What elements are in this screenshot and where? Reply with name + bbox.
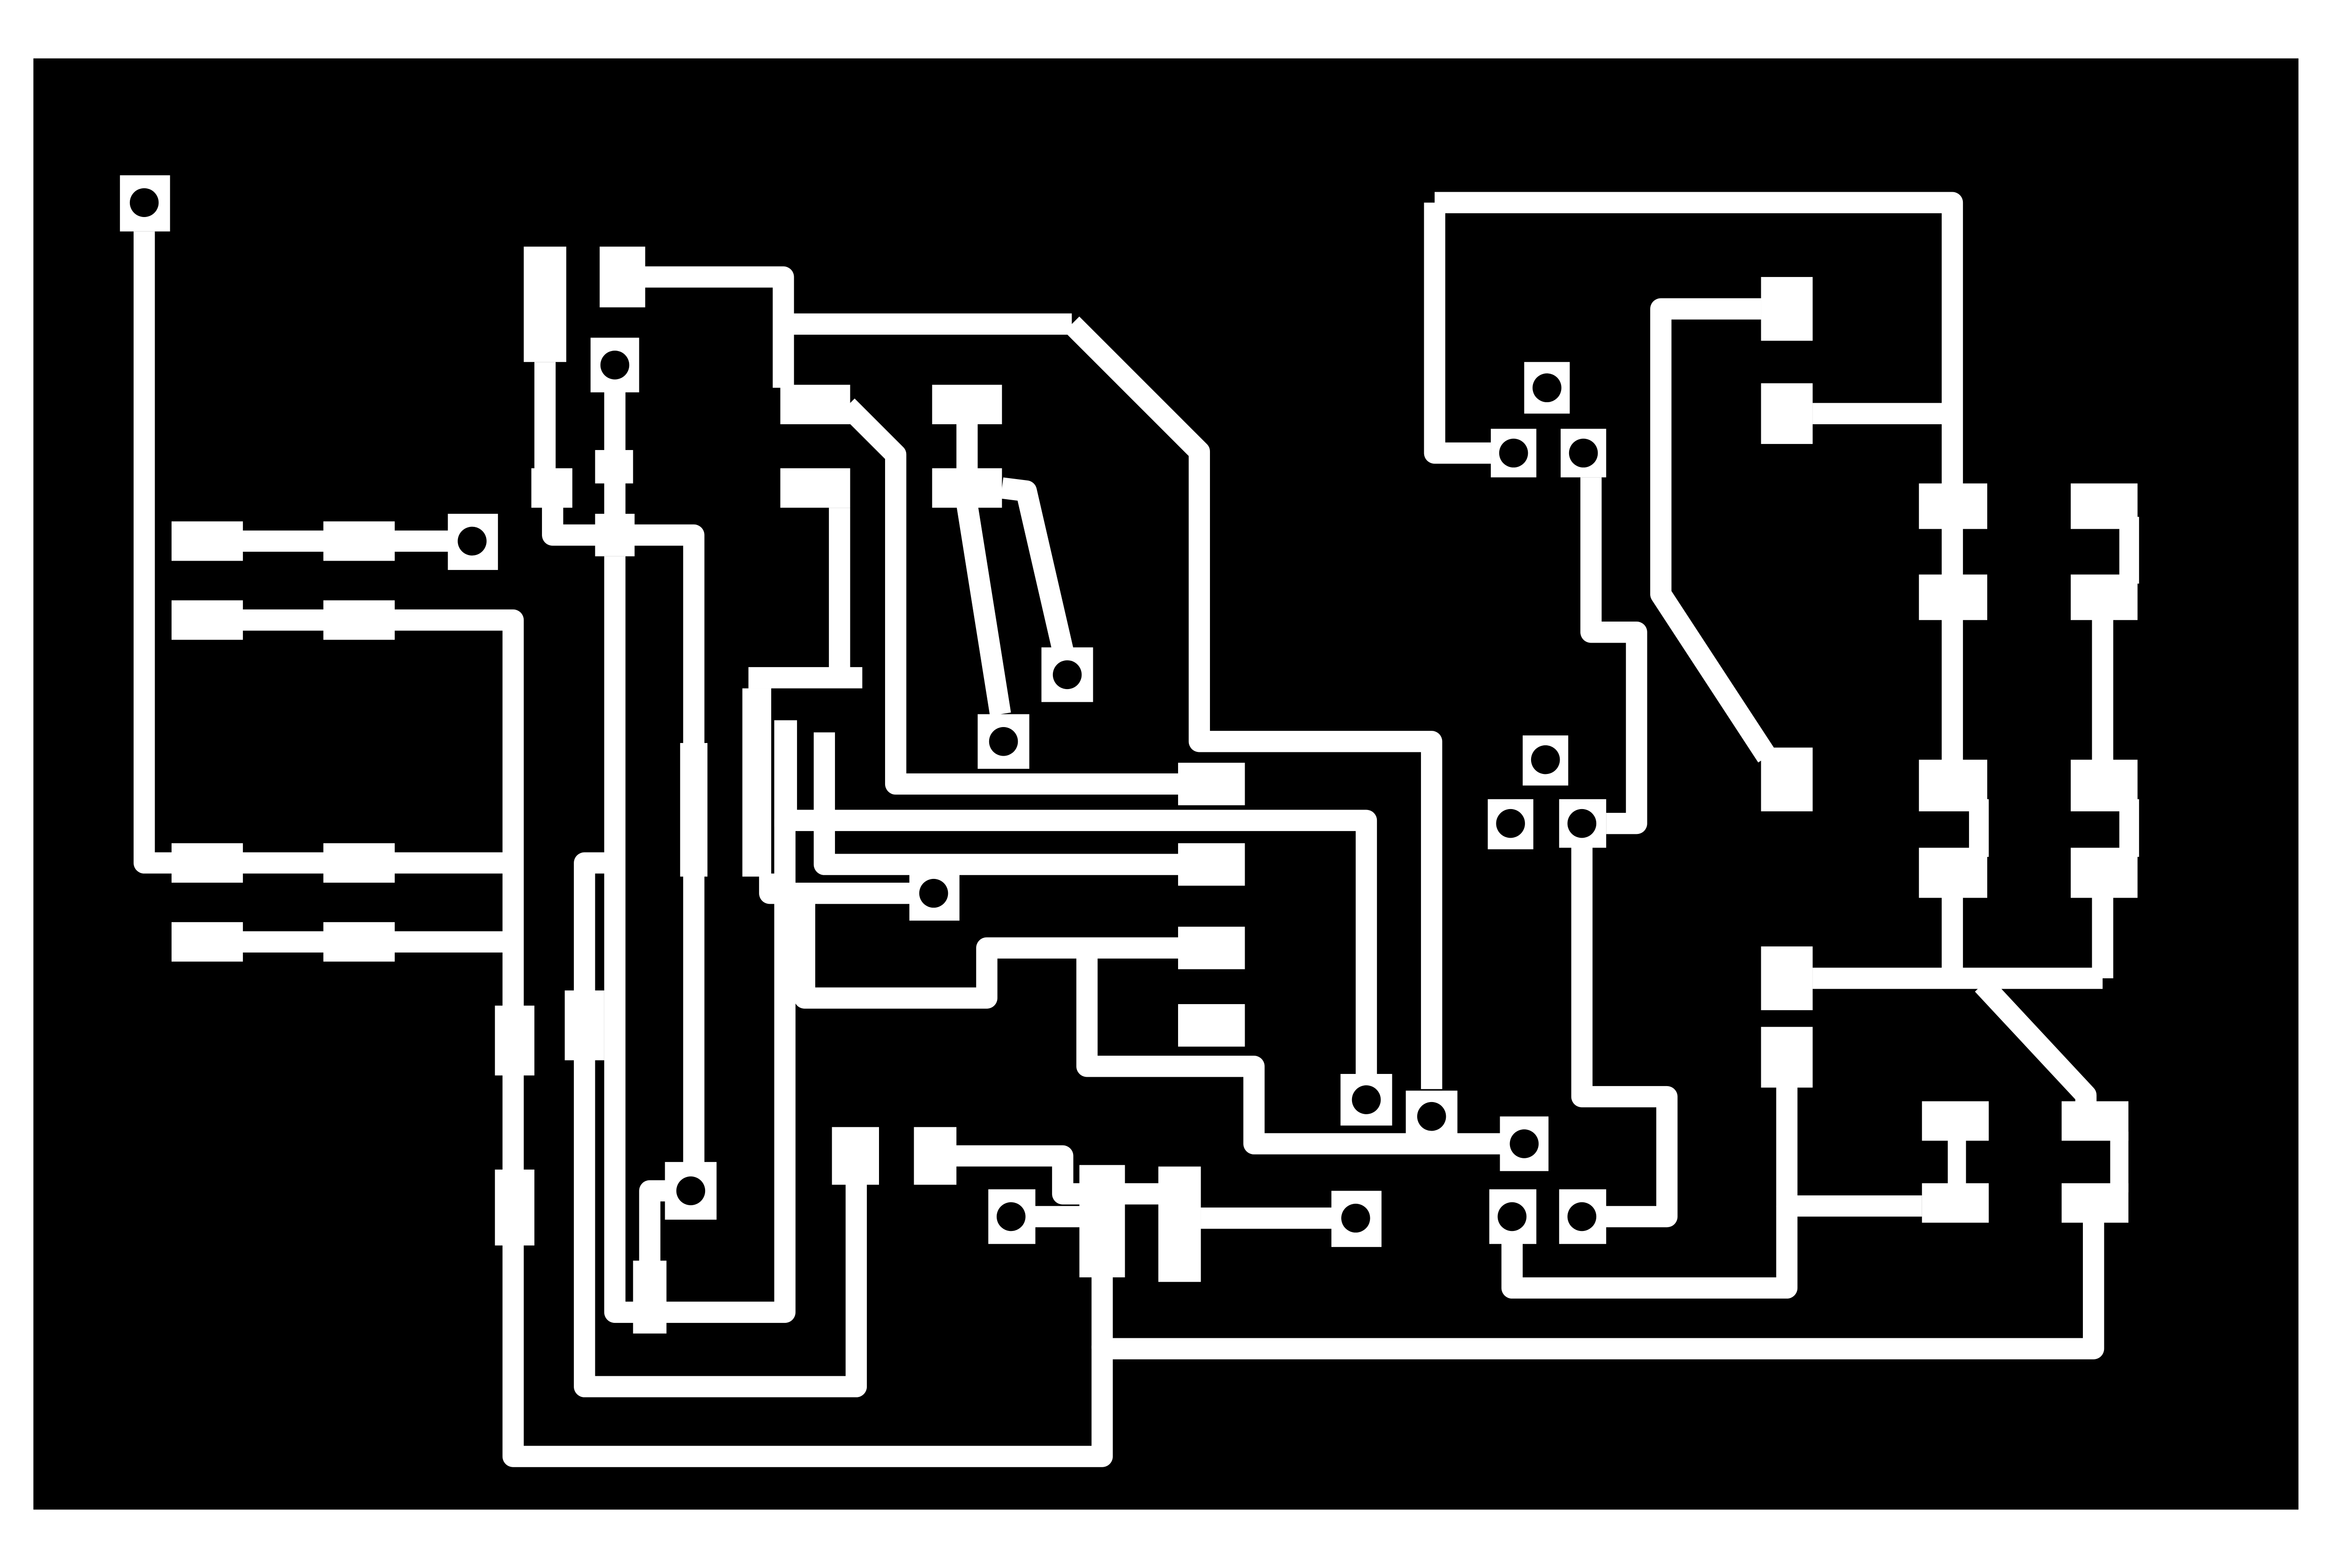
pad-pad-A xyxy=(495,1005,534,1076)
trace-diagA-net xyxy=(1064,316,1442,1089)
trace-traceA-u-bar528-holepad xyxy=(604,556,1377,1323)
drill-W xyxy=(1341,1203,1370,1233)
pad-lp2 xyxy=(1919,574,1987,620)
pad-compR2-strap xyxy=(2119,517,2139,584)
pad-compR4-strap xyxy=(2119,799,2139,857)
trace-topright-left-leg xyxy=(1424,203,1491,464)
drill-pleft xyxy=(1499,438,1528,468)
pad-fan-pad-3 xyxy=(1178,926,1245,969)
drill-m2 xyxy=(1496,809,1525,838)
pad-pad-B xyxy=(495,1170,534,1245)
drill-m3 xyxy=(1567,809,1597,838)
trace-vertical1-to-H2-riser xyxy=(502,1242,1113,1467)
pad-lp1 xyxy=(1919,483,1987,529)
drill-pright xyxy=(1569,438,1598,468)
trace-s1-s2-bridge xyxy=(542,502,598,546)
drill-X xyxy=(1497,1202,1527,1231)
pad-pad-U xyxy=(914,1127,957,1185)
pad-tp-b xyxy=(1761,747,1813,811)
pad-r2 xyxy=(932,384,1002,425)
trace-m3-up-to-pright xyxy=(1580,477,1647,834)
pad-row1-b xyxy=(323,521,395,561)
pad-pad-T xyxy=(832,1127,879,1185)
pad-bar-L xyxy=(680,743,708,877)
pad-s2 xyxy=(595,514,635,556)
drill-B xyxy=(676,1176,706,1206)
drill-M xyxy=(919,878,948,908)
drill-m1 xyxy=(1531,745,1560,774)
trace-p2t-to-r1 xyxy=(644,266,794,388)
trace-tpa-detour-diag xyxy=(1650,298,1776,763)
trace-m3-down-to-hpY xyxy=(1571,848,1678,1228)
pad-fan-pad-4 xyxy=(1178,1004,1245,1047)
pad-pad-S xyxy=(633,1260,667,1334)
trace-v3-bar557 xyxy=(813,732,1181,875)
drill-q xyxy=(600,350,630,380)
pad-tp-a xyxy=(1761,277,1813,341)
pad-tp-d xyxy=(1761,946,1813,1011)
drill-s1 xyxy=(1352,1085,1381,1114)
trace-row2-to-vertical1 xyxy=(208,609,524,1009)
trace-v1-zigzag-down xyxy=(794,893,1181,1009)
pad-s3 xyxy=(595,450,633,484)
drill-lo xyxy=(989,727,1018,756)
pad-v1-finger xyxy=(742,688,772,877)
trace-topright-rect xyxy=(1435,192,1963,487)
pad-fan-pad-2 xyxy=(1178,843,1245,886)
pad-bar-B xyxy=(1158,1166,1201,1282)
drill-R4 xyxy=(1510,1129,1539,1158)
trace-traceB xyxy=(631,524,705,1165)
pad-r4 xyxy=(932,468,1002,508)
pad-topbar xyxy=(748,667,863,689)
trace-v1-to-hpM xyxy=(759,873,913,904)
trace-padC-to-H1-to-padT xyxy=(574,1057,867,1397)
trace-zigzag-to-hpR4 xyxy=(1076,948,1518,1155)
drill-row1 xyxy=(458,526,487,556)
pad-tp-e xyxy=(1761,1027,1813,1088)
pad-r3 xyxy=(780,468,850,508)
pad-row3-b xyxy=(323,843,395,883)
drill-V xyxy=(996,1202,1026,1231)
pad-row1-a xyxy=(171,521,243,561)
pad-compR5-strap xyxy=(2110,1132,2129,1193)
pad-compR3-strap xyxy=(1969,799,1989,857)
drill-Y xyxy=(1567,1202,1597,1231)
drill-s2 xyxy=(1417,1102,1446,1131)
pad-row4-a xyxy=(171,922,243,962)
pad-row4-b xyxy=(323,922,395,962)
trace-r4-to-hp-hi xyxy=(1000,477,1076,665)
pad-row3-a xyxy=(171,843,243,883)
drill-tl xyxy=(129,188,159,217)
drill-holes-layer xyxy=(129,188,1598,1233)
pad-row2-a xyxy=(171,600,243,640)
trace-H4-to-G2 xyxy=(1102,1219,2104,1359)
pad-p2t xyxy=(600,247,646,308)
trace-tpe-H3-to-hpX xyxy=(1501,1206,1798,1299)
pad-tp-c xyxy=(1761,383,1813,444)
drill-hi xyxy=(1052,660,1082,690)
pad-s1 xyxy=(531,468,572,508)
pad-bar-A xyxy=(1079,1165,1125,1277)
pad-r1 xyxy=(780,384,850,425)
pad-v2-finger xyxy=(774,720,797,827)
pad-pad-C xyxy=(564,990,604,1060)
trace-r1-diag-bar504 xyxy=(839,398,1181,795)
pad-j-bar xyxy=(524,247,566,362)
pad-row2-b xyxy=(323,600,395,640)
drill-ptop xyxy=(1533,373,1562,403)
pad-fan-pad-1 xyxy=(1178,763,1245,805)
pad-compR6-strap xyxy=(1947,1132,1966,1193)
